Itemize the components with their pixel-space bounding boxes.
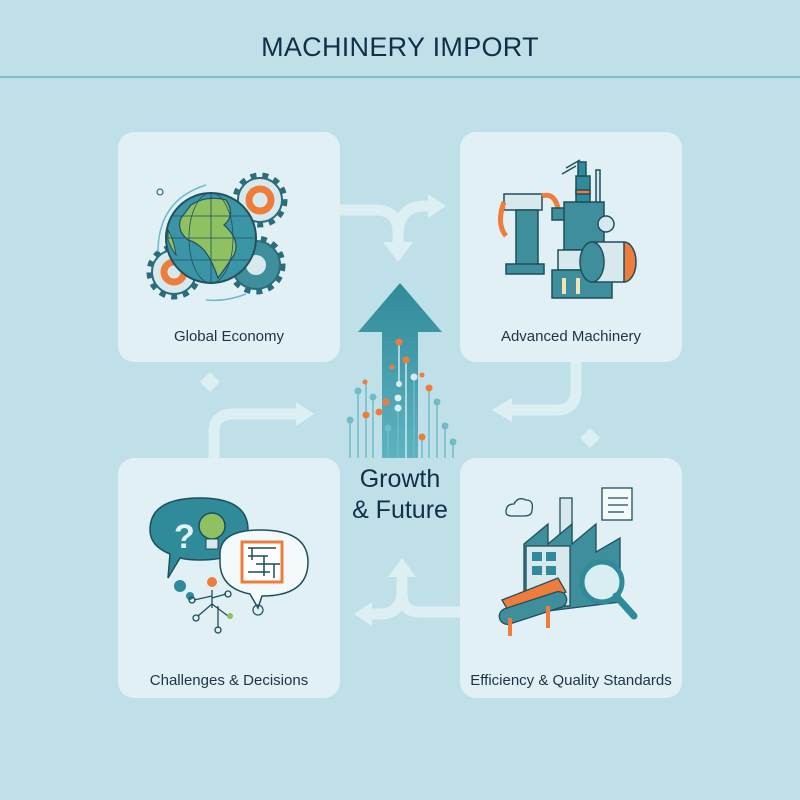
diamond-marker (200, 372, 220, 392)
card-challenges-decisions: ? Challenges & Decisions (118, 458, 340, 698)
title-divider (0, 76, 800, 78)
industrial-machine-icon (498, 159, 637, 299)
card-label: Global Economy (173, 328, 285, 345)
card-label: Efficiency & Quality Standards (470, 672, 672, 689)
center-label-line1: Growth (359, 465, 441, 493)
arrow-head-up (388, 558, 416, 577)
card-global-economy: Global Economy (118, 132, 340, 362)
arrow-head-left-bottom (354, 602, 372, 626)
globe-gears-icon (146, 172, 288, 302)
arrow-head-right-top (428, 194, 446, 218)
card-label: Challenges & Decisions (149, 672, 309, 689)
center-label-line2: & Future (352, 496, 448, 524)
diamond-marker (580, 428, 600, 448)
svg-text:?: ? (174, 518, 195, 556)
factory-magnifier-icon (498, 487, 638, 636)
growth-arrow-icon (346, 283, 457, 458)
page-title: MACHINERY IMPORT (261, 32, 539, 62)
card-efficiency-quality: Efficiency & Quality Standards (460, 458, 682, 698)
arrow-head-right-left (296, 402, 314, 426)
speech-bubbles-maze-icon: ? (149, 497, 309, 634)
arrow-head-down (383, 242, 413, 262)
arrow-head-left-right (492, 398, 512, 422)
card-label: Advanced Machinery (500, 328, 642, 345)
center-label: Growth & Future (330, 464, 470, 526)
card-advanced-machinery: Advanced Machinery (460, 132, 682, 362)
